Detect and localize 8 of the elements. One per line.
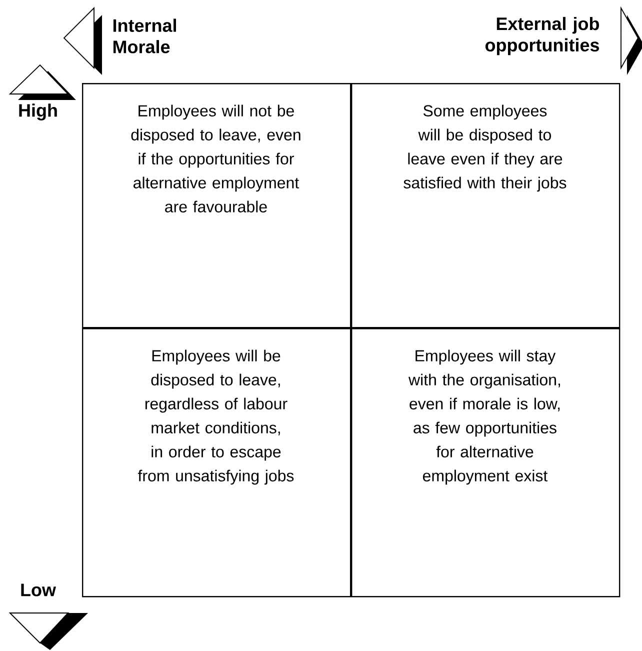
axis-label: Low [21, 584, 56, 596]
axis-label: High [19, 104, 57, 120]
grid-cell: Employees will be disposed to leave, regardless of labour market conditions, in order to escape from unsatisfying jobs [82, 328, 352, 598]
grid-cell: Employees will stay with the organisation, even if morale is low, as few opportunities for alternative employment exist [351, 328, 620, 598]
grid-cell: Employees will not be disposed to leave, even if the opportunities for alternative employment are favourable [82, 83, 352, 328]
grid-cell: Some employees will be disposed to leave even if they are satisfied with their jobs [351, 83, 620, 328]
axis-label: Internal Morale [113, 18, 176, 54]
axis-label: External job opportunities [485, 16, 600, 56]
